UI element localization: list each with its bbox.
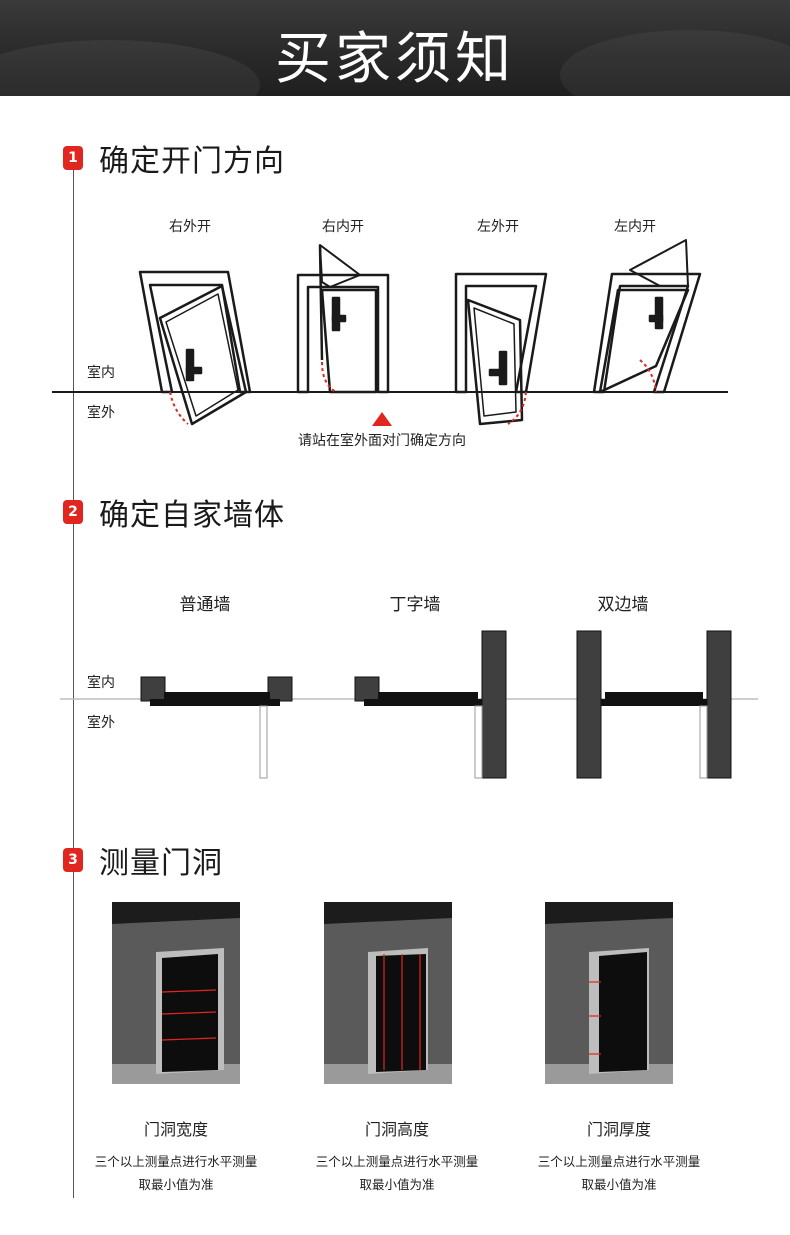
outdoor-label: 室外 (87, 405, 115, 421)
direction-triangle-icon (372, 412, 392, 426)
door-right-outward (138, 270, 252, 426)
wall-label-normal: 普通墙 (179, 595, 231, 615)
measure-thickness-caption: 门洞厚度 三个以上测量点进行水平测量 取最小值为准 (504, 1116, 734, 1196)
timeline-line (73, 150, 74, 1198)
section-number-badge: 1 (63, 146, 83, 170)
wall-t-shape (354, 630, 507, 779)
door-label-left-in: 左内开 (614, 219, 656, 235)
page-title: 买家须知 (275, 27, 515, 92)
measure-width-image (112, 902, 240, 1084)
section-1-header: 1 确定开门方向 (63, 138, 285, 179)
door-left-inward (592, 239, 702, 394)
caption-title: 门洞高度 (364, 1120, 429, 1139)
header-banner: 买家须知 (0, 0, 790, 96)
measure-height-image (324, 902, 452, 1084)
caption-title: 门洞厚度 (586, 1120, 651, 1139)
section-3-header: 3 测量门洞 (63, 840, 223, 881)
direction-note: 请站在室外面对门确定方向 (298, 433, 466, 449)
door-right-inward (296, 244, 390, 394)
caption-line-1: 三个以上测量点进行水平测量 (537, 1154, 701, 1169)
section-title: 确定开门方向 (99, 144, 285, 179)
wall-label-t-shape: 丁字墙 (389, 595, 441, 615)
door-label-right-out: 右外开 (169, 219, 211, 235)
section-number-badge: 3 (63, 848, 83, 872)
section-2-header: 2 确定自家墙体 (63, 492, 285, 533)
door-label-left-out: 左外开 (477, 219, 519, 235)
caption-line-2: 取最小值为准 (581, 1177, 657, 1192)
measure-height-caption: 门洞高度 三个以上测量点进行水平测量 取最小值为准 (282, 1116, 512, 1196)
caption-title: 门洞宽度 (143, 1120, 208, 1139)
caption-line-2: 取最小值为准 (359, 1177, 435, 1192)
caption-line-1: 三个以上测量点进行水平测量 (315, 1154, 479, 1169)
wall-double-side (576, 630, 732, 779)
section-number-badge: 2 (63, 500, 83, 524)
indoor-label: 室内 (87, 675, 115, 691)
caption-line-1: 三个以上测量点进行水平测量 (94, 1154, 258, 1169)
wall-label-double-side: 双边墙 (597, 595, 649, 615)
section-title: 确定自家墙体 (99, 498, 285, 533)
measure-thickness-image (545, 902, 673, 1084)
door-label-right-in: 右内开 (322, 219, 364, 235)
caption-line-2: 取最小值为准 (138, 1177, 214, 1192)
measure-width-caption: 门洞宽度 三个以上测量点进行水平测量 取最小值为准 (61, 1116, 291, 1196)
section-title: 测量门洞 (99, 846, 223, 881)
outdoor-label: 室外 (87, 715, 115, 731)
indoor-label: 室内 (87, 365, 115, 381)
wall-normal (140, 676, 293, 779)
door-left-outward (454, 272, 548, 426)
